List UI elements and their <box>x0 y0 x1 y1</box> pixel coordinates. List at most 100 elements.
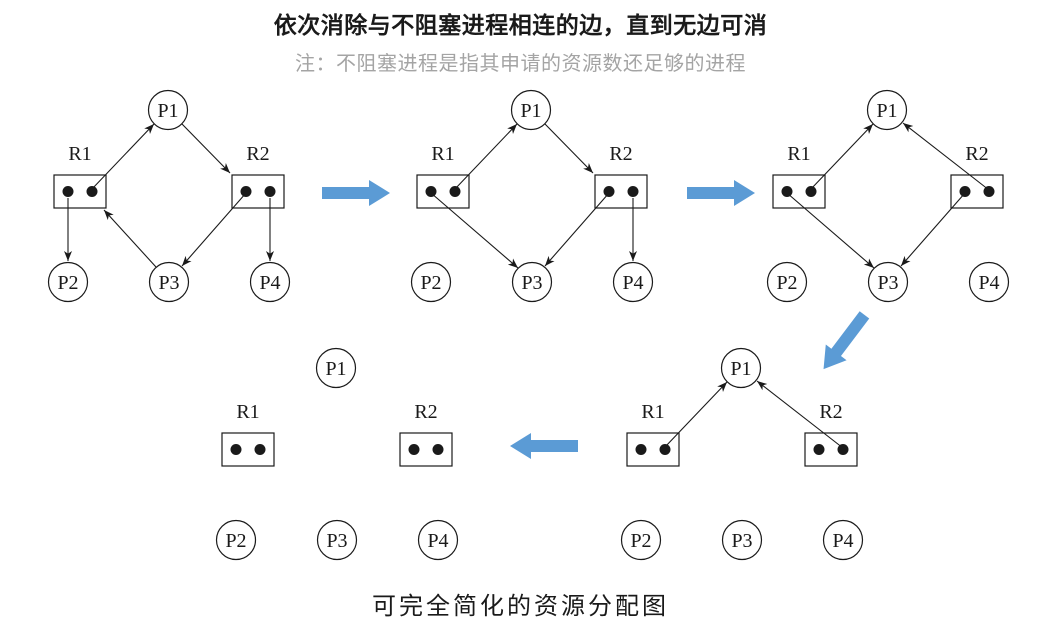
resource-R2-unit-dot <box>813 444 825 455</box>
process-P1-label: P1 <box>157 100 178 122</box>
process-P1-node <box>720 347 762 389</box>
resource-R1-unit-dot <box>254 444 266 455</box>
resource-R2-box <box>804 432 858 467</box>
process-P3-node <box>867 261 909 303</box>
resource-R2-label: R2 <box>965 143 988 165</box>
edge-R1-to-P3 <box>786 192 875 269</box>
process-P1-label: P1 <box>325 358 346 380</box>
resource-R2-unit-dot <box>264 186 276 197</box>
process-P2-label: P2 <box>225 530 246 552</box>
resource-R2-unit-dot <box>959 186 971 197</box>
edge-R1-to-P1 <box>810 123 874 190</box>
transition-arrow-stage-4-to-stage-5 <box>510 433 578 459</box>
process-P3-label: P3 <box>521 272 542 294</box>
resource-R1-label: R1 <box>68 143 91 165</box>
resource-R1-unit-dot <box>86 186 98 197</box>
edge-R2-to-P1 <box>902 122 990 191</box>
process-P2-label: P2 <box>57 272 78 294</box>
transition-arrow-stage-1-to-stage-2 <box>322 180 390 206</box>
resource-R1-unit-dot <box>781 186 793 197</box>
resource-R1-unit-dot <box>230 444 242 455</box>
process-P1-label: P1 <box>520 100 541 122</box>
edge-R1-to-P1 <box>91 123 155 190</box>
resource-R1-unit-dot <box>805 186 817 197</box>
process-P1-node <box>510 89 552 131</box>
process-P2-node <box>766 261 808 303</box>
transition-arrow-stage-3-to-stage-4 <box>823 311 870 370</box>
fat-arrow-right-icon <box>322 180 390 206</box>
resource-R2-unit-dot <box>627 186 639 197</box>
process-P3-label: P3 <box>731 530 752 552</box>
process-P1-node <box>866 89 908 131</box>
process-P2-label: P2 <box>420 272 441 294</box>
resource-R2-unit-dot <box>240 186 252 197</box>
edge-R2-to-P3 <box>181 192 247 267</box>
process-P1-node <box>315 347 357 389</box>
resource-R1-box <box>53 174 107 209</box>
figure-caption: 可完全简化的资源分配图 <box>372 593 669 620</box>
resource-R1-unit-dot <box>425 186 437 197</box>
edge-R2-to-P3 <box>544 192 610 267</box>
resource-R2-label: R2 <box>414 401 437 423</box>
process-P4-label: P4 <box>622 272 643 294</box>
process-P4-label: P4 <box>427 530 448 552</box>
resource-R1-label: R1 <box>431 143 454 165</box>
resource-R2-label: R2 <box>246 143 269 165</box>
figure-note: 注：不阻塞进程是指其申请的资源数还足够的进程 <box>295 53 746 75</box>
edge-P3-to-R1 <box>103 209 157 268</box>
process-P3-node <box>148 261 190 303</box>
edge-R1-to-P1 <box>454 123 518 190</box>
fat-arrow-down-left-icon <box>823 311 870 370</box>
process-P2-node <box>410 261 452 303</box>
resource-R2-box <box>399 432 453 467</box>
resource-R1-box <box>626 432 680 467</box>
process-P2-node <box>47 261 89 303</box>
resource-R2-label: R2 <box>819 401 842 423</box>
edge-P1-to-R2 <box>181 123 231 174</box>
process-P1-label: P1 <box>876 100 897 122</box>
process-P4-node <box>968 261 1010 303</box>
process-P3-node <box>316 519 358 561</box>
resource-R2-unit-dot <box>432 444 444 455</box>
edge-R2-to-P1 <box>756 380 844 449</box>
figure-title: 依次消除与不阻塞进程相连的边，直到无边可消 <box>273 12 768 38</box>
process-P4-node <box>612 261 654 303</box>
process-P3-label: P3 <box>326 530 347 552</box>
process-P3-node <box>721 519 763 561</box>
process-P4-node <box>249 261 291 303</box>
resource-R1-label: R1 <box>641 401 664 423</box>
process-P4-node <box>417 519 459 561</box>
edge-R1-to-P1 <box>664 381 728 448</box>
resource-R2-box <box>950 174 1004 209</box>
fat-arrow-right-icon <box>687 180 755 206</box>
process-P3-label: P3 <box>877 272 898 294</box>
process-P4-label: P4 <box>832 530 853 552</box>
resource-R1-unit-dot <box>449 186 461 197</box>
process-P1-node <box>147 89 189 131</box>
resource-R2-unit-dot <box>983 186 995 197</box>
resource-R2-box <box>594 174 648 209</box>
resource-R1-unit-dot <box>635 444 647 455</box>
process-P2-node <box>215 519 257 561</box>
process-P2-label: P2 <box>630 530 651 552</box>
process-P3-label: P3 <box>158 272 179 294</box>
resource-R2-unit-dot <box>837 444 849 455</box>
resource-R2-box <box>231 174 285 209</box>
resource-R1-label: R1 <box>236 401 259 423</box>
process-P2-node <box>620 519 662 561</box>
process-P4-label: P4 <box>978 272 999 294</box>
resource-R1-box <box>772 174 826 209</box>
resource-R1-box <box>416 174 470 209</box>
edge-R1-to-P3 <box>430 192 519 269</box>
process-P4-node <box>822 519 864 561</box>
resource-R1-label: R1 <box>787 143 810 165</box>
resource-R2-unit-dot <box>603 186 615 197</box>
resource-R1-unit-dot <box>62 186 74 197</box>
process-P3-node <box>511 261 553 303</box>
process-P2-label: P2 <box>776 272 797 294</box>
